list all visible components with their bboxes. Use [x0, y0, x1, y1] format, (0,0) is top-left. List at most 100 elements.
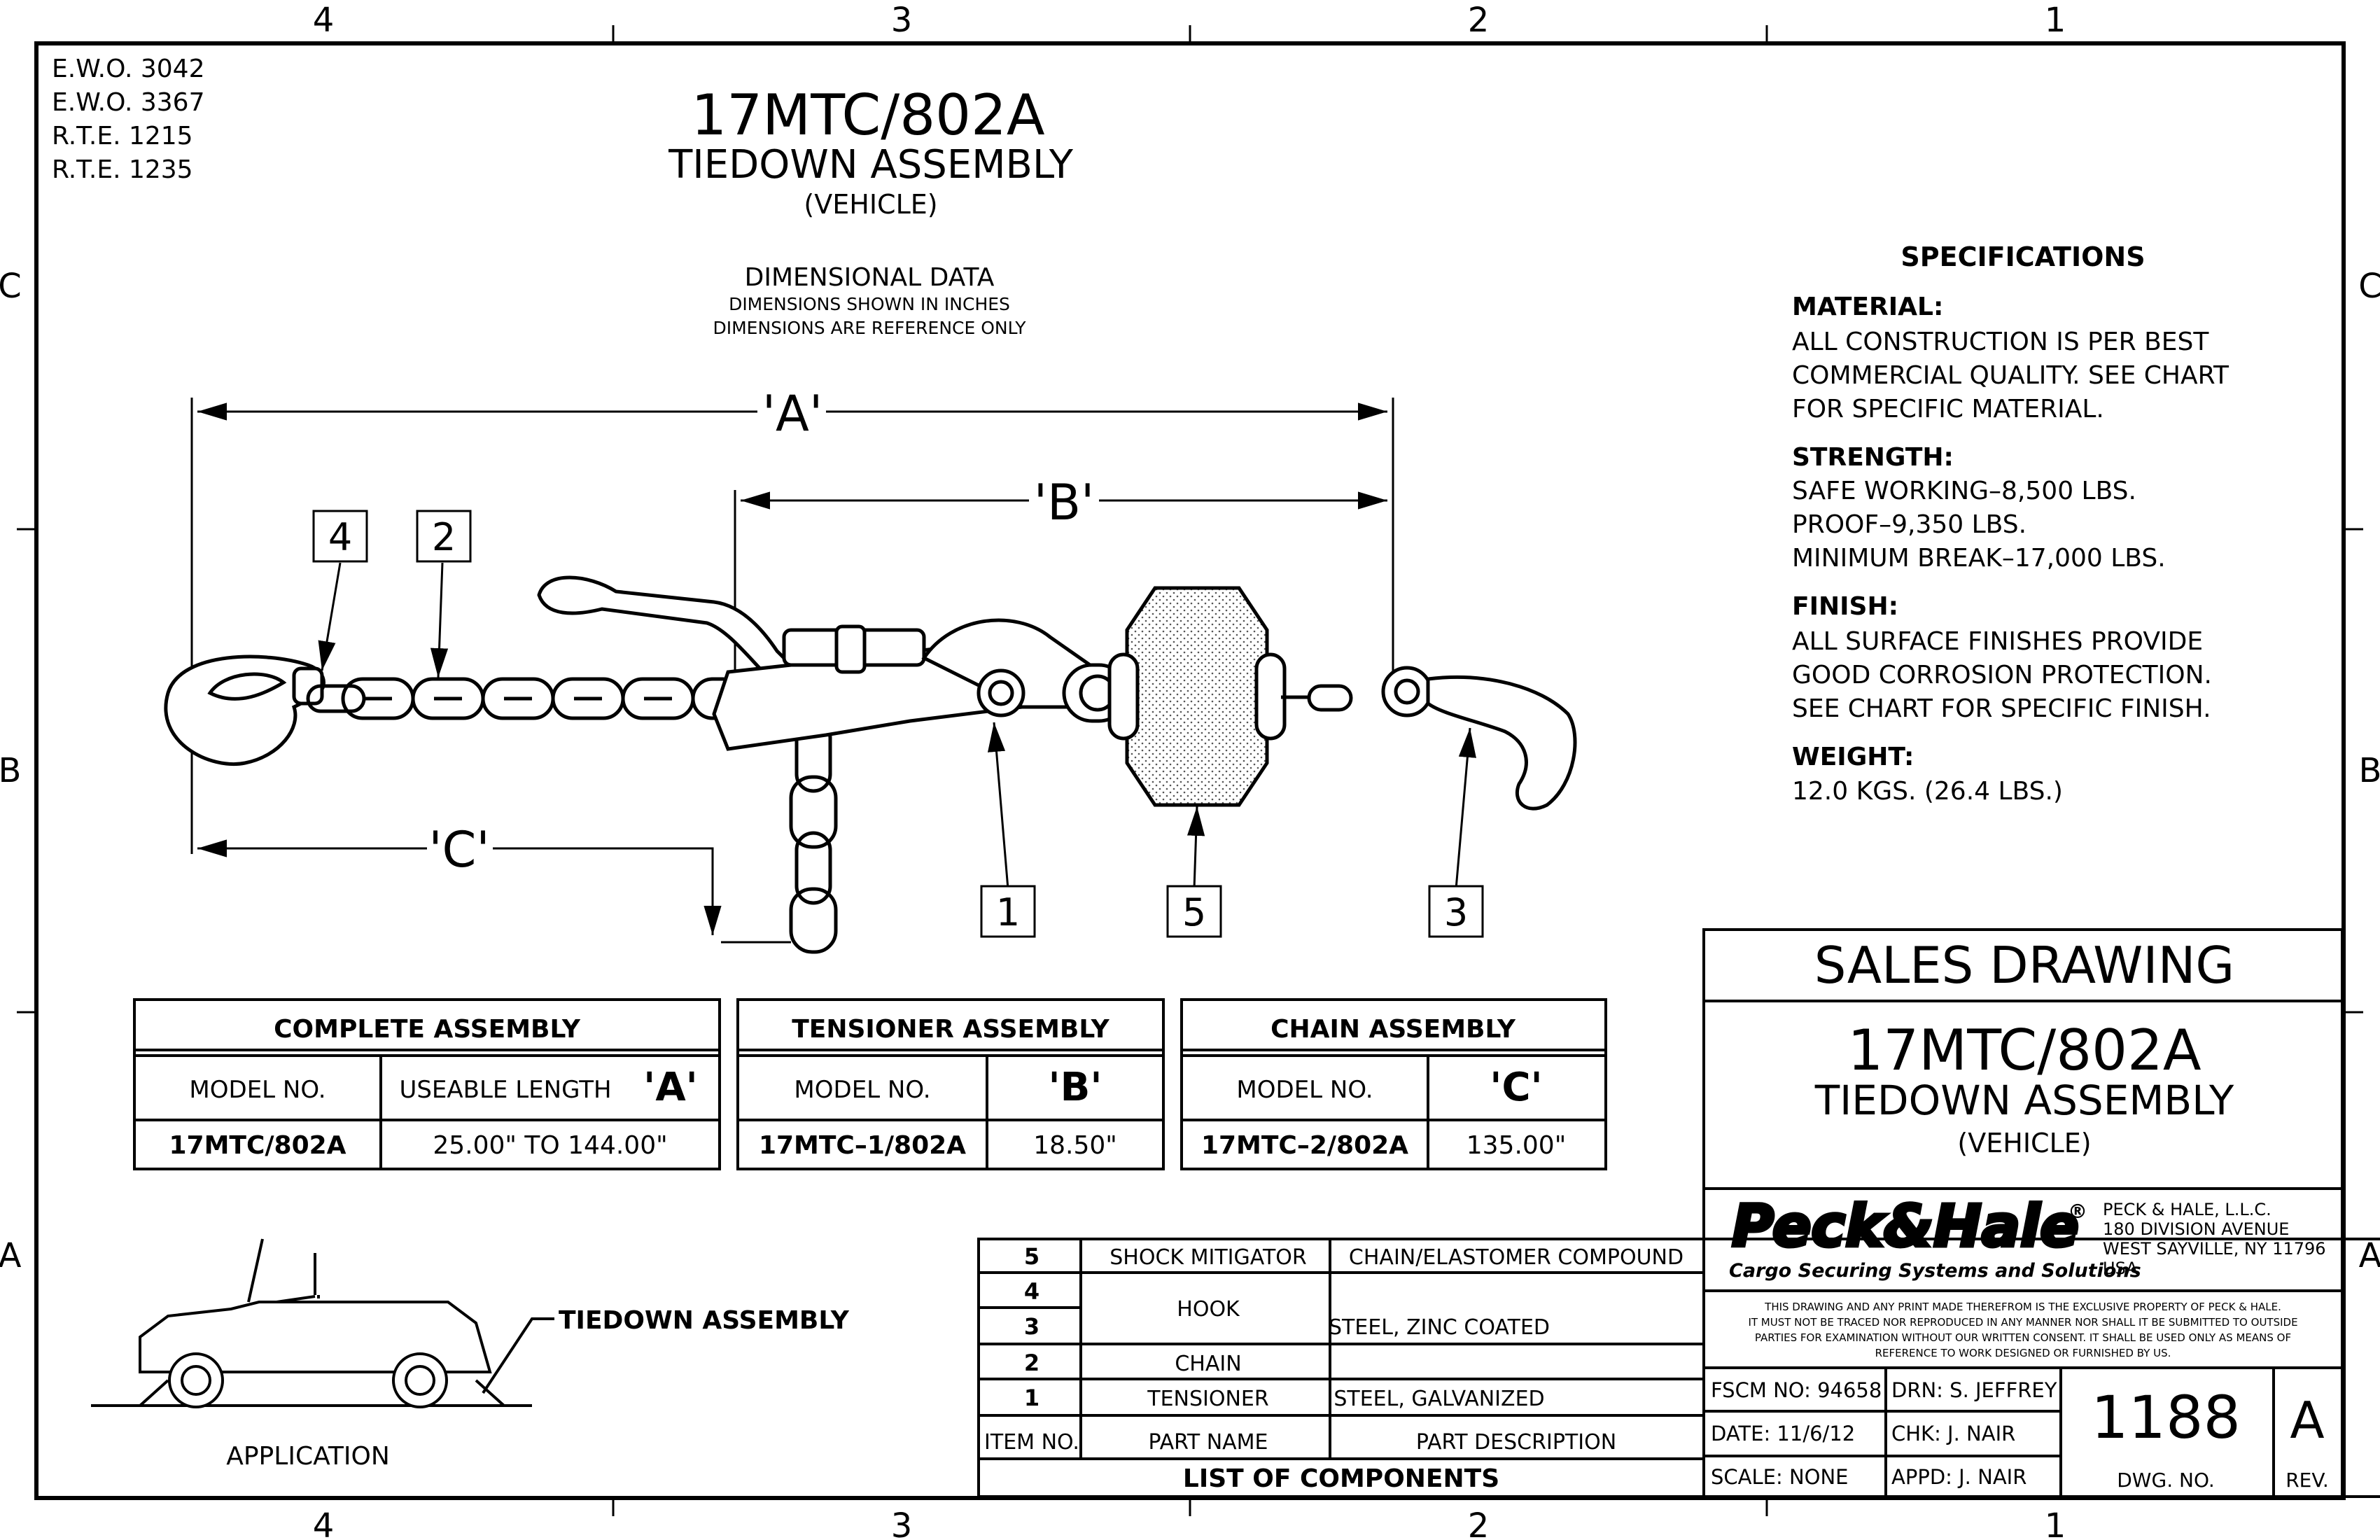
- application-vehicle: [91, 1238, 554, 1408]
- specs-finish-3: SEE CHART FOR SPECIFIC FINISH.: [1792, 694, 2211, 723]
- zone-left-c: C: [0, 267, 22, 306]
- callout-5: 5: [1182, 890, 1206, 934]
- component-desc-1: STEEL, GALVANIZED: [1334, 1387, 1544, 1411]
- specs-material-2: COMMERCIAL QUALITY. SEE CHART: [1792, 361, 2230, 390]
- title-block-grid: [1702, 928, 2344, 1498]
- component-header-name: PART NAME: [1148, 1430, 1268, 1455]
- revision-1: E.W.O. 3042: [52, 55, 204, 83]
- zone-bottom-2: 2: [1468, 1506, 1490, 1540]
- callout-4: 4: [328, 515, 352, 559]
- revision-letter: A: [2290, 1391, 2324, 1450]
- tb-sub: (VEHICLE): [1957, 1128, 2091, 1158]
- component-header-item: ITEM NO.: [984, 1430, 1079, 1455]
- tensioner-v2: 18.50": [1033, 1131, 1117, 1160]
- application-label: APPLICATION: [226, 1442, 390, 1471]
- company-logo: Peck&Hale ® Cargo Securing Systems and S…: [1729, 1192, 2141, 1282]
- svg-text:®: ®: [2068, 1200, 2087, 1223]
- zone-marks: [17, 25, 2363, 1516]
- specs-heading: SPECIFICATIONS: [1900, 241, 2145, 272]
- zone-right-c: C: [2358, 267, 2380, 306]
- dim-label-b: 'B': [1034, 474, 1095, 531]
- notice-4: REFERENCE TO WORK DESIGNED OR FURNISHED …: [1875, 1347, 2171, 1359]
- company-line-2: 180 DIVISION AVENUE: [2103, 1219, 2289, 1239]
- revision-4: R.T.E. 1235: [52, 155, 193, 184]
- specs-strength-heading: STRENGTH:: [1792, 443, 1954, 472]
- complete-v2: 25.00" TO 144.00": [433, 1131, 667, 1160]
- title-sub: (VEHICLE): [804, 189, 937, 220]
- hook-right: [1426, 676, 1577, 811]
- revision-label: REV.: [2286, 1469, 2329, 1492]
- svg-text:Peck&Hale: Peck&Hale: [1732, 1194, 2079, 1260]
- company-line-3: WEST SAYVILLE, NY 11796: [2103, 1239, 2326, 1259]
- tensioner-handle: [537, 575, 794, 682]
- complete-v1: 17MTC/802A: [169, 1131, 346, 1160]
- tensioner-h2: 'B': [1049, 1065, 1102, 1110]
- tb-scale: SCALE: NONE: [1711, 1465, 1849, 1489]
- sales-drawing: SALES DRAWING: [1814, 936, 2234, 995]
- assembly-tables: [133, 998, 1607, 1170]
- zone-right-a: A: [2359, 1236, 2380, 1275]
- tensioner-h1: MODEL NO.: [794, 1076, 930, 1104]
- tb-chk: CHK: J. NAIR: [1891, 1422, 2015, 1446]
- tensioner-title: TENSIONER ASSEMBLY: [792, 1015, 1110, 1044]
- tb-date: DATE: 11/6/12: [1711, 1422, 1855, 1446]
- notice-2: IT MUST NOT BE TRACED NOR REPRODUCED IN …: [1748, 1316, 2297, 1329]
- components-table-grid: [977, 1238, 2380, 1498]
- revision-2: E.W.O. 3367: [52, 88, 204, 117]
- specs-finish-heading: FINISH:: [1792, 592, 1898, 621]
- callout-boxes: [312, 510, 1484, 938]
- component-item-3: 3: [1024, 1313, 1040, 1340]
- zone-bottom-1: 1: [2045, 1506, 2066, 1540]
- complete-h2b: 'A': [643, 1065, 698, 1110]
- dim-label-a: 'A': [762, 385, 822, 442]
- dwg-number: 1188: [2091, 1383, 2241, 1452]
- tb-drn: DRN: S. JEFFREY: [1891, 1378, 2057, 1402]
- tb-appd: APPD: J. NAIR: [1891, 1465, 2026, 1489]
- chain-title: CHAIN ASSEMBLY: [1270, 1015, 1516, 1044]
- title-name: TIEDOWN ASSEMBLY: [668, 142, 1074, 188]
- specs-strength-2: PROOF–9,350 LBS.: [1792, 510, 2026, 539]
- specs-weight: 12.0 KGS. (26.4 LBS.): [1792, 777, 2063, 806]
- complete-h1: MODEL NO.: [189, 1076, 326, 1104]
- dim-label-c: 'C': [428, 821, 489, 878]
- component-desc-4: STEEL, ZINC COATED: [1329, 1315, 1550, 1340]
- zone-right-b: B: [2359, 751, 2380, 790]
- complete-h2: USEABLE LENGTH: [399, 1076, 611, 1104]
- notice-1: THIS DRAWING AND ANY PRINT MADE THEREFRO…: [1764, 1301, 2281, 1313]
- specs-material-3: FOR SPECIFIC MATERIAL.: [1792, 395, 2104, 424]
- specs-strength-3: MINIMUM BREAK–17,000 LBS.: [1792, 544, 2166, 573]
- dimensional-note-2: DIMENSIONS ARE REFERENCE ONLY: [713, 318, 1026, 338]
- title-model: 17MTC/802A: [691, 83, 1045, 148]
- chain-v1: 17MTC–2/802A: [1201, 1131, 1408, 1160]
- component-item-1: 1: [1024, 1385, 1040, 1411]
- specifications: SPECIFICATIONS MATERIAL: ALL CONSTRUCTIO…: [1792, 241, 2230, 806]
- company-line-4: USA: [2103, 1259, 2138, 1278]
- zone-top-3: 3: [891, 1, 913, 40]
- zone-left-b: B: [0, 751, 21, 790]
- zone-left-a: A: [0, 1236, 22, 1275]
- shock-mitigator: [1125, 586, 1269, 807]
- zone-top-2: 2: [1468, 1, 1490, 40]
- component-item-4: 4: [1024, 1278, 1040, 1305]
- component-name-2: CHAIN: [1175, 1352, 1241, 1376]
- company-line-1: PECK & HALE, L.L.C.: [2103, 1200, 2272, 1219]
- zone-top-1: 1: [2045, 1, 2066, 40]
- notice-3: PARTIES FOR EXAMINATION WITHOUT OUR WRIT…: [1755, 1331, 2291, 1344]
- zone-top-4: 4: [313, 1, 335, 40]
- zone-bottom-3: 3: [891, 1506, 913, 1540]
- dwg-number-label: DWG. NO.: [2117, 1469, 2215, 1492]
- tb-fscm: FSCM NO: 94658: [1711, 1378, 1882, 1402]
- dimension-lines: [190, 398, 1394, 944]
- specs-weight-heading: WEIGHT:: [1792, 743, 1914, 771]
- callout-1: 1: [996, 890, 1020, 934]
- logo-tagline: Cargo Securing Systems and Solutions: [1729, 1260, 2141, 1282]
- dimensional-note-1: DIMENSIONS SHOWN IN INCHES: [729, 294, 1010, 314]
- complete-title: COMPLETE ASSEMBLY: [274, 1015, 581, 1044]
- callout-2: 2: [432, 515, 456, 559]
- revision-3: R.T.E. 1215: [52, 122, 193, 150]
- tb-name: TIEDOWN ASSEMBLY: [1814, 1077, 2234, 1124]
- component-header-desc: PART DESCRIPTION: [1416, 1430, 1616, 1455]
- component-desc-5: CHAIN/ELASTOMER COMPOUND: [1349, 1245, 1684, 1270]
- callout-3: 3: [1444, 890, 1468, 934]
